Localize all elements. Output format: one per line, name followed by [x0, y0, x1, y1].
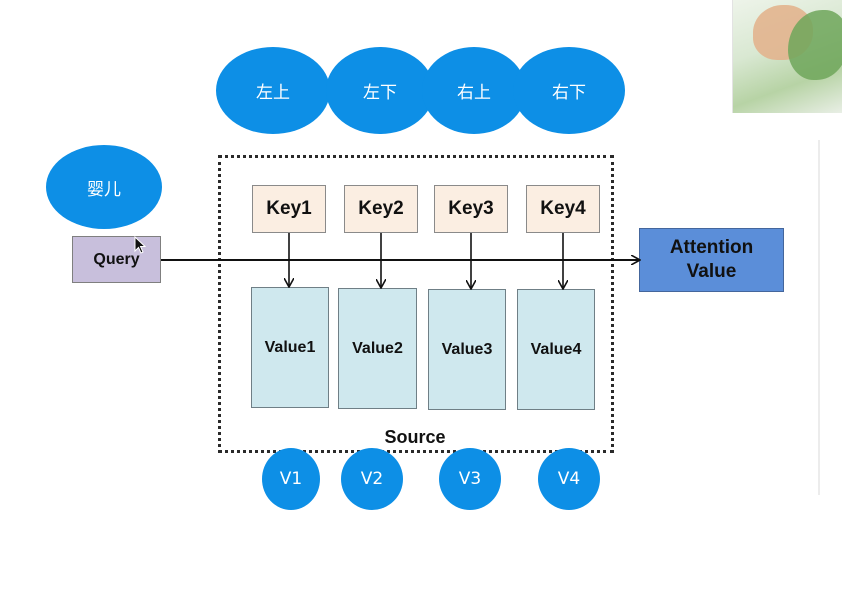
v-label: V2 [360, 469, 384, 489]
thumbnail-image [732, 0, 842, 113]
position-label: 右上 [457, 83, 491, 103]
v-circle-1: V1 [262, 448, 320, 510]
mouse-cursor-icon [134, 236, 146, 254]
key-box-1: Key1 [252, 185, 326, 233]
position-label: 左上 [256, 83, 290, 103]
value-box-1: Value1 [251, 287, 329, 408]
v-circle-2: V2 [341, 448, 403, 510]
position-label: 右下 [552, 83, 586, 103]
attention-value-box: Attention Value [639, 228, 784, 292]
query-label: Query [93, 250, 140, 268]
position-ellipse-top-left: 左上 [216, 47, 330, 134]
position-ellipse-top-right: 右上 [422, 47, 526, 134]
value-label: Value4 [530, 340, 582, 358]
v-circle-4: V4 [538, 448, 600, 510]
attention-label-line1: Attention [669, 237, 754, 258]
v-label: V1 [279, 469, 303, 489]
baby-ellipse: 婴儿 [46, 145, 162, 229]
v-label: V4 [557, 469, 581, 489]
value-label: Value1 [264, 338, 316, 356]
source-frame [218, 155, 614, 453]
value-box-2: Value2 [338, 288, 417, 409]
key-box-4: Key4 [526, 185, 600, 233]
value-box-4: Value4 [517, 289, 595, 410]
key-label: Key2 [358, 198, 404, 219]
attention-label-line2: Value [686, 261, 737, 282]
key-label: Key3 [448, 198, 494, 219]
position-ellipse-bottom-right: 右下 [513, 47, 625, 134]
thumbnail-leaf-shape [788, 10, 842, 80]
thumbnail-caption [761, 96, 841, 104]
key-label: Key4 [540, 198, 586, 219]
v-label: V3 [458, 469, 482, 489]
value-label: Value2 [352, 339, 403, 357]
value-box-3: Value3 [428, 289, 506, 410]
position-ellipse-bottom-left: 左下 [326, 47, 434, 134]
key-box-2: Key2 [344, 185, 418, 233]
query-box: Query [72, 236, 161, 283]
right-divider [818, 140, 820, 495]
key-label: Key1 [266, 198, 312, 219]
value-label: Value3 [441, 340, 493, 358]
baby-label: 婴儿 [87, 179, 121, 200]
key-box-3: Key3 [434, 185, 508, 233]
source-label: Source [384, 427, 446, 447]
v-circle-3: V3 [439, 448, 501, 510]
position-label: 左下 [363, 83, 397, 103]
